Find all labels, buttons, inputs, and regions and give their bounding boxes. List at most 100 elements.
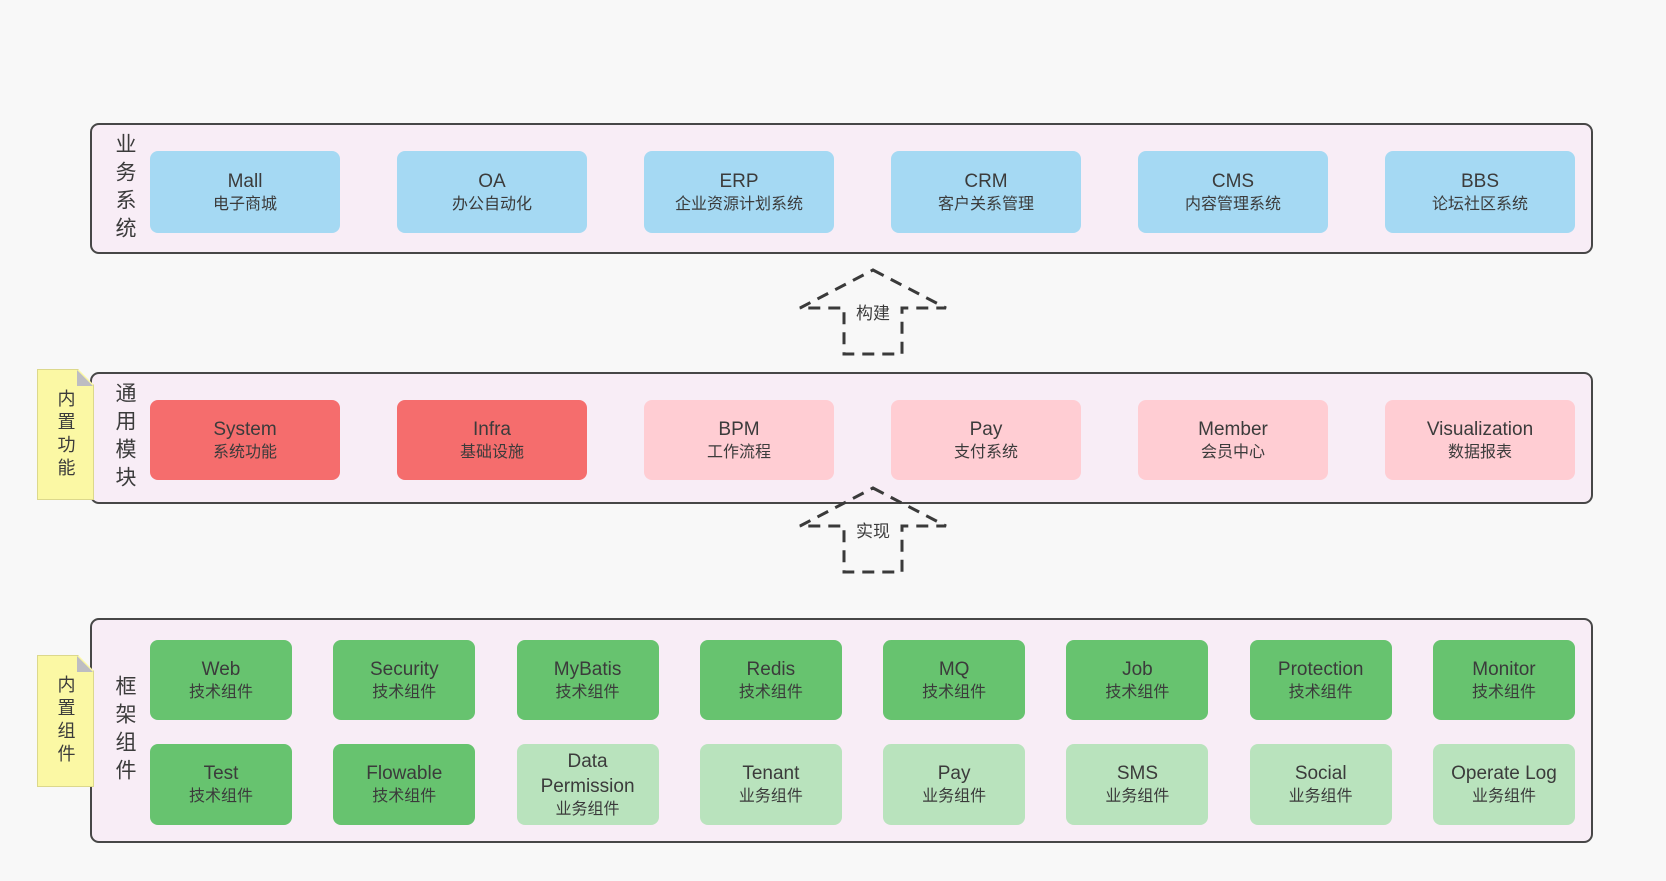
panel-label-framework-components: 框架组件 (113, 674, 136, 787)
box-title: Flowable (366, 763, 443, 785)
box-pay-component: Pay 业务组件 (883, 744, 1026, 825)
box-subtitle: 技术组件 (372, 683, 437, 701)
box-subtitle: 业务组件 (1105, 788, 1170, 806)
box-title: Security (369, 658, 439, 680)
box-visualization: Visualization 数据报表 (1385, 400, 1575, 480)
box-title: Visualization (1426, 418, 1534, 440)
sticky-note-text: 内置组件 (55, 675, 76, 767)
box-title: Member (1198, 418, 1268, 440)
box-subtitle: 业务组件 (738, 788, 803, 806)
box-title: Mall (227, 170, 263, 192)
box-sms: SMS 业务组件 (1066, 744, 1209, 825)
box-redis: Redis 技术组件 (699, 640, 842, 720)
box-subtitle: 技术组件 (922, 683, 987, 701)
box-social: Social 业务组件 (1249, 744, 1392, 825)
box-subtitle: 支付系统 (953, 443, 1018, 461)
box-title: Test (203, 763, 239, 785)
box-bpm: BPM 工作流程 (644, 400, 834, 480)
up-block-arrow-icon (799, 268, 947, 356)
box-mall: Mall 电子商城 (150, 151, 340, 233)
build-arrow-label: 构建 (853, 298, 893, 325)
box-infra: Infra 基础设施 (397, 400, 587, 480)
box-erp: ERP 企业资源计划系统 (644, 151, 834, 233)
box-test: Test 技术组件 (150, 744, 292, 825)
box-title: BPM (718, 418, 760, 440)
box-system: System 系统功能 (150, 400, 340, 480)
box-subtitle: 技术组件 (1288, 683, 1353, 701)
box-title: BBS (1460, 170, 1500, 192)
box-subtitle: 客户关系管理 (937, 195, 1034, 213)
box-cms: CMS 内容管理系统 (1138, 151, 1328, 233)
box-subtitle: 办公自动化 (451, 195, 532, 213)
box-title: System (213, 418, 277, 440)
box-subtitle: 业务组件 (1471, 788, 1536, 806)
framework-components-row-1: Web 技术组件 Security 技术组件 MyBatis 技术组件 Redi… (150, 640, 1575, 720)
implement-arrow: 实现 (798, 486, 948, 574)
box-member: Member 会员中心 (1138, 400, 1328, 480)
framework-components-panel: 框架组件 Web 技术组件 Security 技术组件 MyBatis 技术组件… (90, 618, 1593, 843)
box-subtitle: 技术组件 (1105, 683, 1170, 701)
box-subtitle: 业务组件 (922, 788, 987, 806)
box-title: Tenant (742, 763, 800, 785)
box-data-permission: Data Permission 业务组件 (516, 744, 659, 825)
box-title: Redis (746, 658, 796, 680)
box-subtitle: 技术组件 (372, 788, 437, 806)
box-title: Pay (937, 763, 971, 785)
box-title: Web (201, 658, 241, 680)
box-subtitle: 论坛社区系统 (1431, 195, 1528, 213)
box-subtitle: 技术组件 (738, 683, 803, 701)
box-flowable: Flowable 技术组件 (333, 744, 476, 825)
box-title: Monitor (1472, 658, 1536, 680)
panel-label-business-systems: 业务系统 (113, 132, 136, 245)
box-subtitle: 会员中心 (1200, 443, 1265, 461)
business-systems-panel: 业务系统 Mall 电子商城 OA 办公自动化 ERP 企业资源计划系统 CRM… (90, 123, 1593, 254)
box-monitor: Monitor 技术组件 (1432, 640, 1575, 720)
box-title: CMS (1211, 170, 1255, 192)
box-web: Web 技术组件 (150, 640, 292, 720)
box-title: Social (1294, 763, 1347, 785)
box-subtitle: 系统功能 (212, 443, 277, 461)
sticky-note-builtin-components: 内置组件 (37, 655, 94, 787)
box-subtitle: 业务组件 (1288, 788, 1353, 806)
box-title: MQ (938, 658, 970, 680)
build-arrow: 构建 (798, 268, 948, 356)
implement-arrow-label: 实现 (853, 516, 893, 543)
box-subtitle: 电子商城 (212, 195, 277, 213)
box-tenant: Tenant 业务组件 (699, 744, 842, 825)
box-mybatis: MyBatis 技术组件 (516, 640, 659, 720)
box-subtitle: 技术组件 (188, 788, 253, 806)
box-title: Data Permission (540, 750, 635, 797)
box-subtitle: 基础设施 (459, 443, 524, 461)
sticky-note-builtin-features: 内置功能 (37, 369, 94, 500)
box-subtitle: 企业资源计划系统 (674, 195, 803, 213)
common-modules-row: System 系统功能 Infra 基础设施 BPM 工作流程 Pay 支付系统… (150, 400, 1575, 480)
box-security: Security 技术组件 (333, 640, 476, 720)
box-title: OA (478, 170, 506, 192)
box-subtitle: 数据报表 (1447, 443, 1512, 461)
box-title: Protection (1277, 658, 1364, 680)
panel-label-common-modules: 通用模块 (113, 382, 136, 494)
box-title: Operate Log (1451, 763, 1557, 785)
sticky-note-text: 内置功能 (55, 388, 76, 481)
box-oa: OA 办公自动化 (397, 151, 587, 233)
box-subtitle: 技术组件 (555, 683, 620, 701)
box-job: Job 技术组件 (1066, 640, 1209, 720)
box-subtitle: 技术组件 (1471, 683, 1536, 701)
box-operate-log: Operate Log 业务组件 (1432, 744, 1575, 825)
box-subtitle: 工作流程 (706, 443, 771, 461)
box-title: ERP (719, 170, 759, 192)
up-block-arrow-icon (799, 486, 947, 574)
box-title: Infra (472, 418, 512, 440)
box-bbs: BBS 论坛社区系统 (1385, 151, 1575, 233)
box-subtitle: 业务组件 (555, 801, 620, 819)
box-subtitle: 技术组件 (188, 683, 253, 701)
common-modules-panel: 通用模块 System 系统功能 Infra 基础设施 BPM 工作流程 Pay… (90, 372, 1593, 504)
box-title: SMS (1116, 763, 1158, 785)
box-crm: CRM 客户关系管理 (891, 151, 1081, 233)
business-systems-row: Mall 电子商城 OA 办公自动化 ERP 企业资源计划系统 CRM 客户关系… (150, 151, 1575, 233)
box-title: CRM (964, 170, 1008, 192)
box-mq: MQ 技术组件 (883, 640, 1026, 720)
box-title: MyBatis (553, 658, 622, 680)
box-subtitle: 内容管理系统 (1184, 195, 1281, 213)
box-pay-module: Pay 支付系统 (891, 400, 1081, 480)
